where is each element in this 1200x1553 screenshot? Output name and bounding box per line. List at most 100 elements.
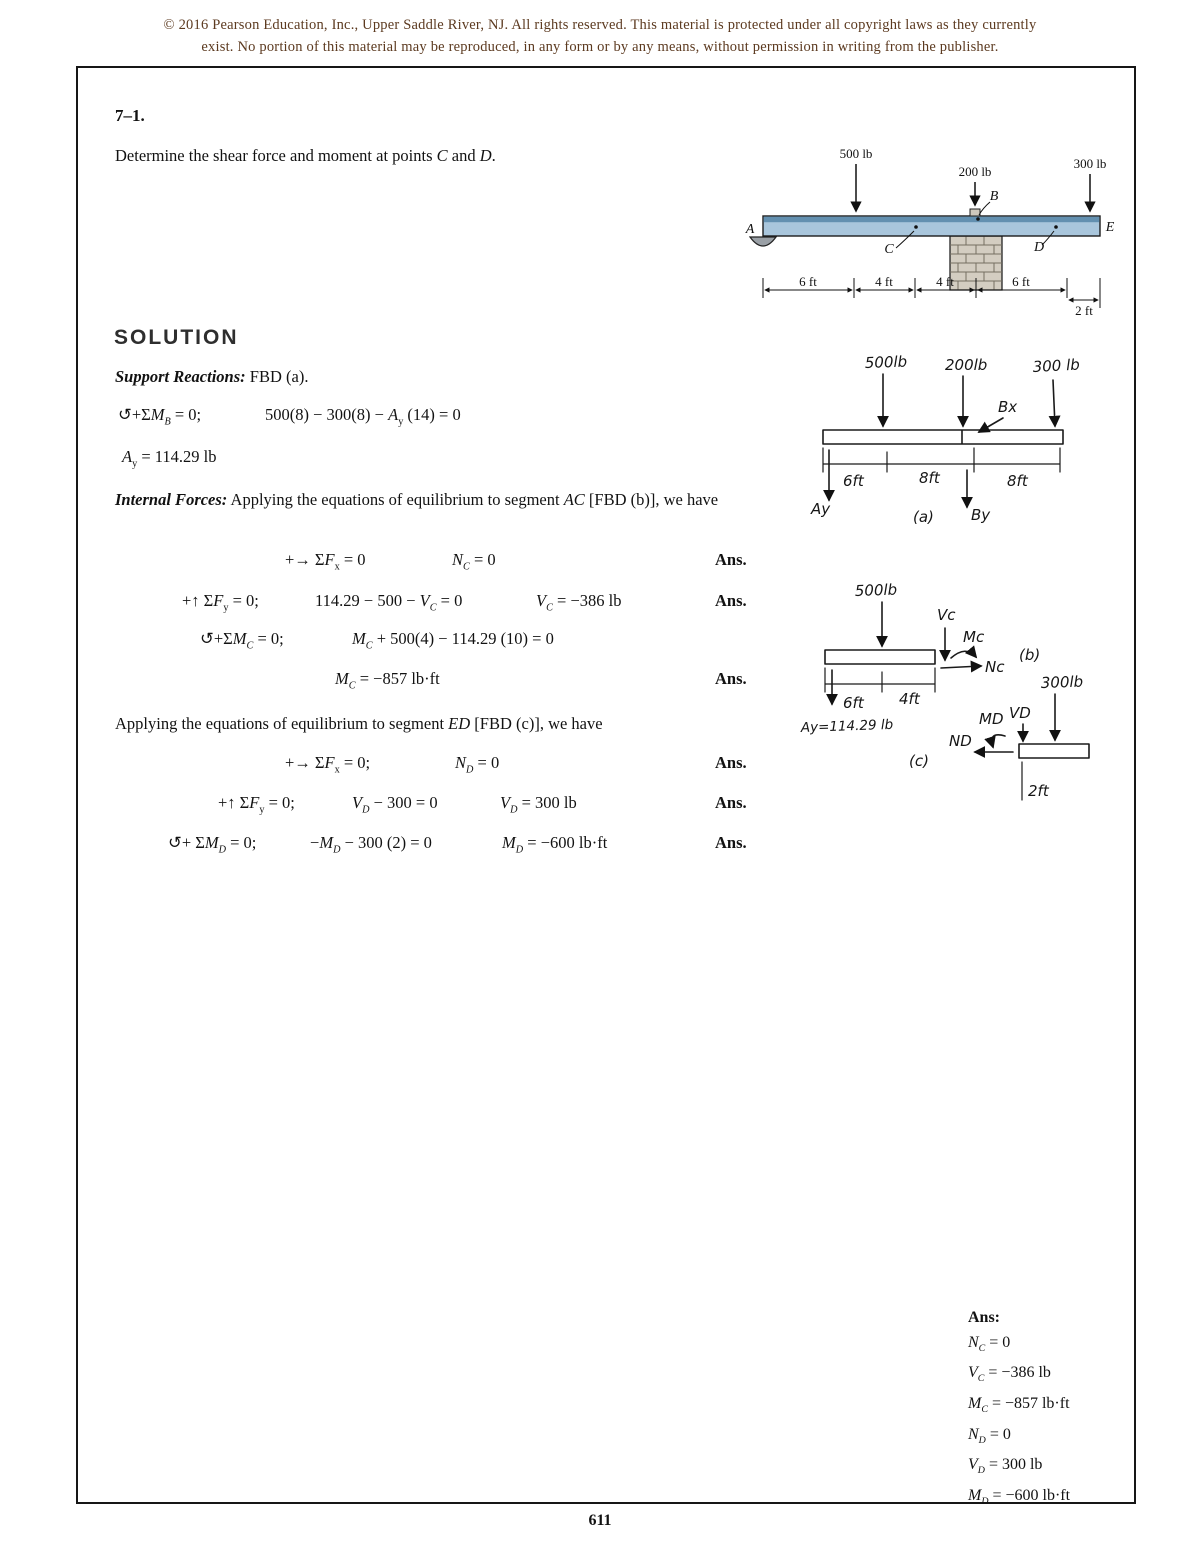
eq-body: Ay = 114.29 lb [122, 447, 217, 470]
eq-result: VD = 300 lb [500, 793, 577, 816]
pin-support-a [748, 236, 778, 247]
dim-6ft-2: 6 ft [1012, 274, 1030, 289]
point-leaders [895, 201, 1055, 249]
fbd-b-dim-6ft: 6ft [843, 694, 865, 712]
eq-fy-segment-ac: +↑ ΣFy = 0; 114.29 − 500 − VC = 0 VC = −… [0, 591, 1200, 617]
fbd-a-load-200-label: 200lb [945, 356, 987, 374]
fbd-a-by-label: By [971, 506, 991, 524]
problem-number: 7–1. [115, 106, 145, 125]
point-a-label: A [745, 222, 755, 237]
fbd-a [822, 373, 1064, 509]
fbd-a-load-500-label: 500lb [865, 353, 908, 372]
eq-fx-segment-ed: +→ ΣFx = 0; ND = 0 Ans. [0, 753, 1200, 779]
fbd-b-tag: (b) [1019, 646, 1040, 664]
answer-line: ND = 0 [968, 1425, 1011, 1446]
fbd-a-ay-label: Ay [810, 500, 831, 518]
fbd-a-dim-8ft-1: 8ft [919, 469, 941, 487]
internal-forces-label: Internal Forces: [115, 490, 228, 509]
eq-result: MC = −857 lb·ft [335, 669, 440, 692]
fbd-c-nd-label: ND [949, 732, 972, 750]
segment-ed-paragraph: Applying the equations of equilibrium to… [115, 714, 603, 733]
load-300-label: 300 lb [1074, 156, 1107, 171]
internal-forces-paragraph: Internal Forces: Applying the equations … [115, 487, 775, 512]
copyright-notice: © 2016 Pearson Education, Inc., Upper Sa… [0, 14, 1200, 58]
fbd-b-mc-label: Mc [963, 628, 985, 646]
eq-moment-d: ↺+ ΣMD = 0; −MD − 300 (2) = 0 MD = −600 … [0, 833, 1200, 859]
load-200-label: 200 lb [959, 164, 992, 179]
eq-result: NC = 0 [452, 550, 496, 573]
fbd-a-tag: (a) [913, 508, 934, 526]
eq-result: MD = −600 lb·ft [502, 833, 608, 856]
fbd-b [824, 601, 983, 706]
support-reactions-line: Support Reactions: FBD (a). [115, 364, 755, 389]
answers-title: Ans: [968, 1309, 1001, 1326]
answer-line: VD = 300 lb [968, 1456, 1043, 1477]
eq-result: VC = −386 lb [536, 591, 622, 614]
ans-label: Ans. [715, 669, 747, 688]
dim-4ft-2: 4 ft [936, 274, 954, 289]
support-reactions-text: FBD (a). [245, 367, 309, 386]
internal-forces-text: Applying the equations of equilibrium to… [227, 490, 719, 509]
answer-line: VC = −386 lb [968, 1364, 1051, 1385]
fbd-a-bx-label: Bx [998, 398, 1017, 416]
point-e-label: E [1105, 220, 1115, 235]
fbd-b-ay-label: Ay=114.29 lb [800, 717, 894, 736]
eq-body: 500(8) − 300(8) − Ay (14) = 0 [265, 405, 461, 428]
load-arrows [850, 164, 1096, 213]
fbd-b-vc-label: Vc [937, 606, 956, 624]
dim-2ft: 2 ft [1075, 303, 1093, 318]
ans-label: Ans. [715, 591, 747, 610]
fbd-b-load-500-label: 500lb [855, 581, 898, 600]
point-d-label: D [1033, 240, 1044, 255]
fbd-b-dim-4ft: 4ft [899, 690, 921, 708]
eq-body: 114.29 − 500 − VC = 0 [315, 591, 463, 614]
eq-body: MC + 500(4) − 114.29 (10) = 0 [352, 629, 554, 652]
point-d-dot [1054, 225, 1058, 229]
fbd-c [973, 693, 1090, 801]
fbd-c-vd-label: VD [1009, 704, 1031, 722]
answers-summary: Ans: NC = 0 VC = −386 lb MC = −857 lb·ft… [968, 1306, 1070, 1515]
fbd-c-tag: (c) [909, 752, 929, 770]
eq-symbol: +↑ ΣFy = 0; [218, 793, 295, 816]
fbd-b-nc-label: Nc [985, 658, 1005, 676]
eq-body: VD − 300 = 0 [352, 793, 438, 816]
eq-symbol: ↺+ ΣMD = 0; [168, 833, 257, 856]
dim-4ft-1: 4 ft [875, 274, 893, 289]
problem-statement: Determine the shear force and moment at … [115, 146, 496, 165]
eq-fx-segment-ac: +→ ΣFx = 0 NC = 0 Ans. [0, 550, 1200, 576]
eq-symbol: +↑ ΣFy = 0; [182, 591, 259, 614]
point-c-label: C [884, 242, 894, 257]
eq-symbol: +→ ΣFx = 0; [285, 753, 371, 776]
copyright-line-1: © 2016 Pearson Education, Inc., Upper Sa… [163, 17, 1037, 33]
ans-label: Ans. [715, 793, 747, 812]
point-c-dot [914, 225, 918, 229]
answer-line: MC = −857 lb·ft [968, 1394, 1070, 1416]
fbd-sketches: 500lb 200lb 300 lb Bx 6ft 8ft 8ft Ay By … [800, 353, 1090, 801]
fbd-a-load-300-label: 300 lb [1032, 356, 1080, 376]
dimension-lines [762, 278, 1101, 308]
point-b-dot [976, 217, 980, 221]
eq-symbol: +→ ΣFx = 0 [285, 550, 366, 573]
ans-label: Ans. [715, 753, 747, 772]
load-plate-b [969, 208, 981, 217]
load-500-label: 500 lb [840, 146, 873, 161]
ans-label: Ans. [715, 550, 747, 569]
beam-figure: 500 lb 200 lb 300 lb A B C D E 6 ft 4 ft… [745, 146, 1115, 318]
copyright-line-2: exist. No portion of this material may b… [201, 39, 999, 55]
eq-symbol: ↺+ΣMC = 0; [200, 629, 284, 652]
fbd-c-load-300-label: 300lb [1041, 673, 1084, 692]
eq-body: −MD − 300 (2) = 0 [310, 833, 432, 856]
eq-result: ND = 0 [455, 753, 500, 776]
dim-6ft-1: 6 ft [799, 274, 817, 289]
solution-page-frame [76, 66, 1136, 1504]
solution-heading: SOLUTION [114, 326, 239, 349]
fbd-c-md-label: MD [979, 710, 1004, 728]
fbd-c-dim-2ft: 2ft [1028, 782, 1050, 800]
ans-label: Ans. [715, 833, 747, 852]
eq-symbol: ↺+ΣMB = 0; [118, 405, 202, 428]
support-reactions-label: Support Reactions: [115, 367, 246, 386]
page-number: 611 [588, 1512, 612, 1529]
answer-line: NC = 0 [968, 1333, 1011, 1354]
beam [762, 208, 1101, 237]
